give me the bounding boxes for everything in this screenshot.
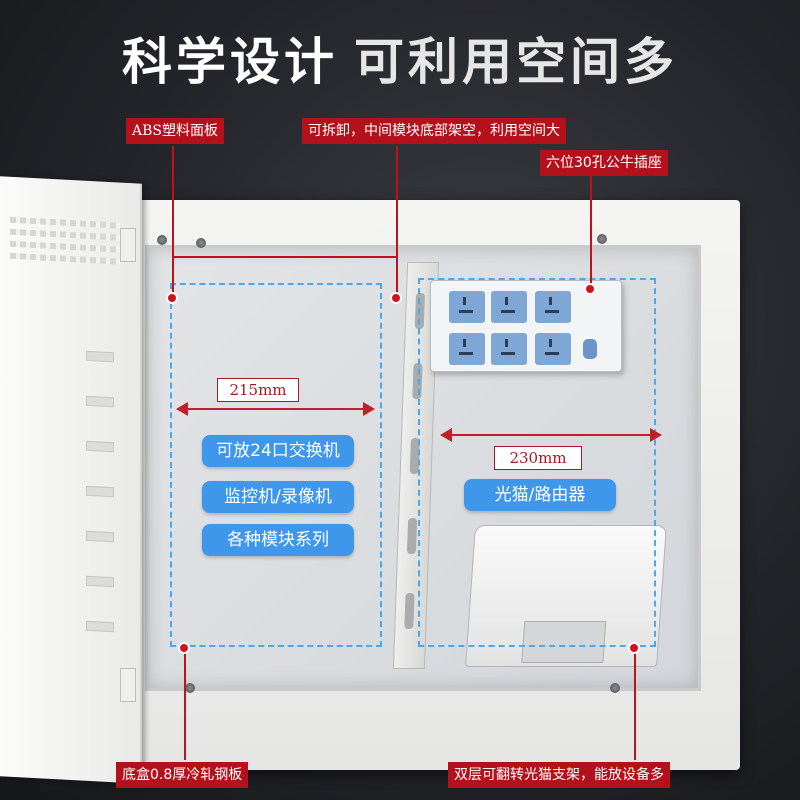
- callout-line: [396, 146, 398, 298]
- socket-icon: [491, 333, 527, 365]
- callout-abs-panel: ABS塑料面板: [126, 118, 224, 144]
- callout-socket: 六位30孔公牛插座: [540, 150, 668, 176]
- right-zone-outline: [418, 278, 656, 647]
- callout-line: [172, 256, 174, 298]
- right-dimension-arrow: [440, 428, 662, 442]
- screw-icon: [610, 683, 620, 693]
- right-dimension-label: 230mm: [494, 446, 582, 470]
- power-switch-icon: [583, 339, 597, 359]
- left-zone-item: 可放24口交换机: [202, 435, 354, 467]
- callout-dot: [628, 642, 640, 654]
- callout-line: [590, 176, 592, 288]
- socket-icon: [449, 291, 485, 323]
- left-dimension-label: 215mm: [217, 378, 299, 402]
- left-zone-outline: [170, 283, 382, 647]
- hinge-icon: [120, 668, 136, 702]
- headline-light: 可利用空间多: [354, 33, 678, 91]
- socket-icon: [491, 291, 527, 323]
- callout-removable: 可拆卸，中间模块底部架空，利用空间大: [302, 118, 566, 144]
- callout-line: [172, 256, 398, 258]
- left-zone-item: 监控机/录像机: [202, 481, 354, 513]
- left-dimension-arrow: [176, 402, 375, 416]
- right-zone-item: 光猫/路由器: [464, 479, 616, 511]
- callout-dot: [584, 283, 596, 295]
- callout-bracket: 双层可翻转光猫支架，能放设备多: [448, 762, 670, 788]
- left-zone-item: 各种模块系列: [202, 524, 354, 556]
- hinge-icon: [120, 228, 136, 262]
- socket-icon: [535, 333, 571, 365]
- screw-icon: [597, 234, 607, 244]
- socket-icon: [535, 291, 571, 323]
- screw-icon: [196, 238, 206, 248]
- callout-bottom-box: 底盒0.8厚冷轧钢板: [116, 762, 249, 788]
- callout-dot: [166, 292, 178, 304]
- callout-dot: [178, 642, 190, 654]
- callout-line: [634, 648, 636, 760]
- socket-icon: [449, 333, 485, 365]
- callout-line: [184, 648, 186, 760]
- power-strip: [430, 280, 622, 372]
- callout-line: [172, 146, 174, 256]
- callout-dot: [390, 292, 402, 304]
- screw-icon: [185, 683, 195, 693]
- headline-bold: 科学设计: [122, 33, 338, 91]
- headline: 科学设计可利用空间多: [0, 22, 800, 94]
- screw-icon: [157, 235, 167, 245]
